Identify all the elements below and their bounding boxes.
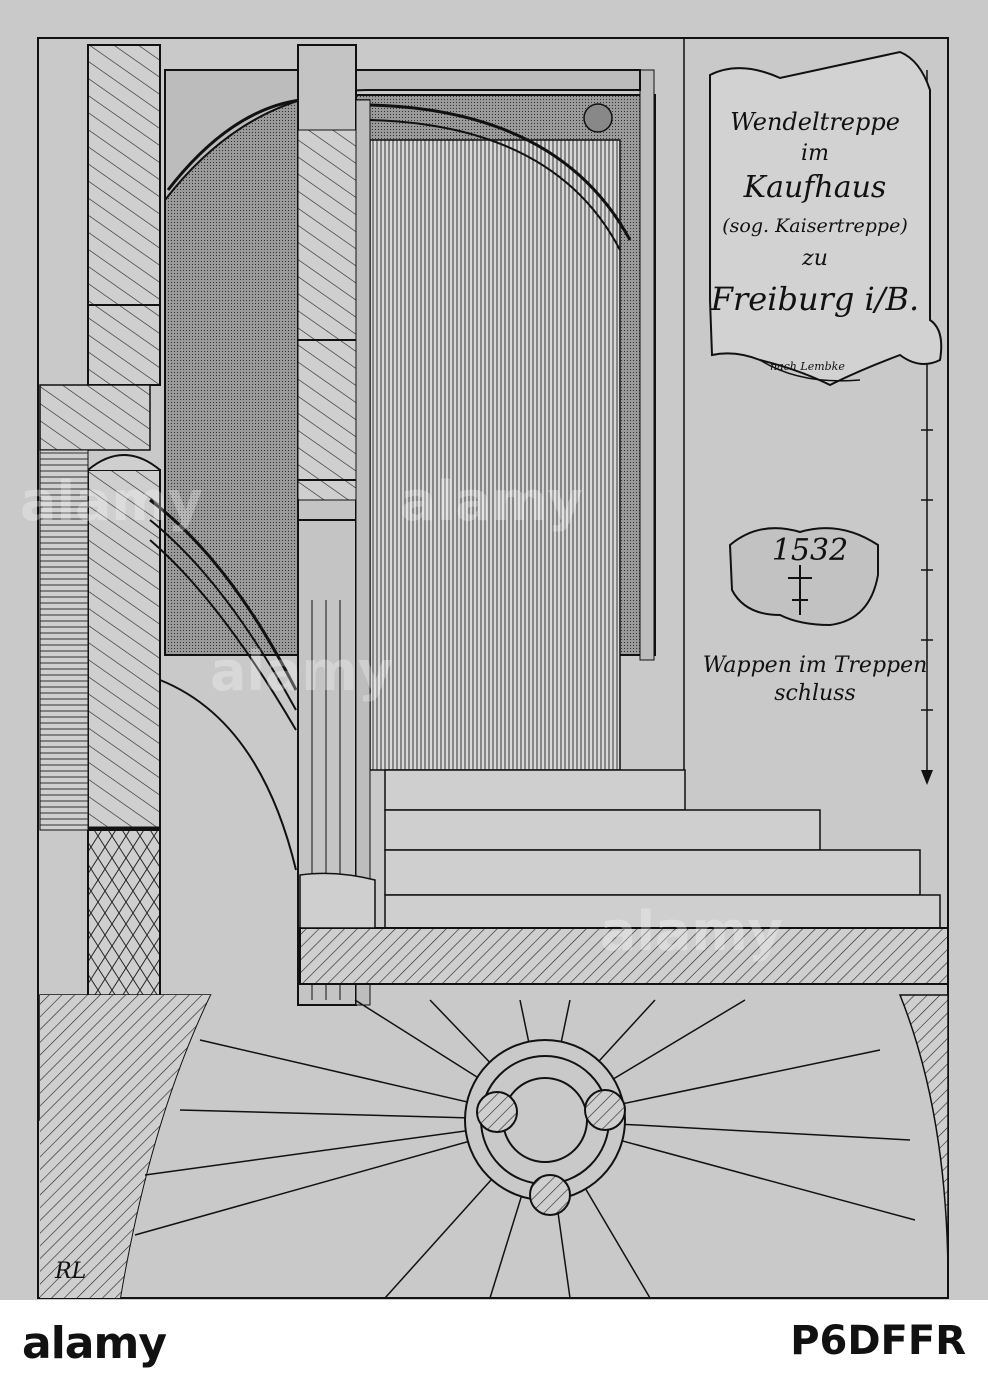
wall-block	[39, 384, 151, 451]
plan-post-2	[584, 1089, 626, 1131]
stair-soffit	[159, 679, 297, 871]
artist-monogram: RL	[54, 1259, 86, 1284]
cartouche-line-4: (sog. Kaisertreppe)	[722, 215, 907, 237]
step-1	[384, 769, 686, 811]
arms-caption-1: Wappen im Treppen	[703, 653, 928, 678]
plan-post-3	[529, 1174, 571, 1216]
left-column-lattice	[87, 829, 161, 1026]
handrail	[149, 498, 298, 691]
step-3	[384, 849, 921, 896]
stock-footer	[0, 1300, 988, 1390]
cartouche-line-5: zu	[801, 246, 828, 271]
step-4	[384, 894, 941, 931]
image-id: P6DFFR	[790, 1318, 966, 1364]
merchant-mark-icon	[788, 565, 812, 615]
staircase-drawing: Wendeltreppe im Kaufhaus (sog. Kaisertre…	[37, 37, 949, 1299]
ribbon-signature: nach Lembke	[770, 360, 845, 373]
step-2	[384, 809, 821, 851]
coat-of-arms-shield	[728, 527, 879, 627]
left-column-upper	[87, 44, 161, 386]
left-column-mid	[87, 469, 161, 831]
arch-rib	[369, 103, 632, 241]
floor-section	[299, 927, 949, 985]
arms-year: 1532	[772, 533, 848, 568]
cartouche-line-1: Wendeltreppe	[730, 108, 900, 136]
plan-wall-right	[898, 994, 949, 1299]
cartouche-line-3: Kaufhaus	[743, 170, 887, 205]
plan-post-1	[476, 1091, 518, 1133]
alamy-logo[interactable]: alamy	[22, 1318, 167, 1369]
arms-caption-2: schluss	[774, 681, 856, 706]
carved-boss	[583, 103, 613, 133]
light-wall	[369, 139, 621, 771]
door-jamb	[639, 69, 655, 661]
cartouche-line-6: Freiburg i/B.	[710, 280, 919, 318]
cartouche-line-2: im	[801, 141, 829, 166]
